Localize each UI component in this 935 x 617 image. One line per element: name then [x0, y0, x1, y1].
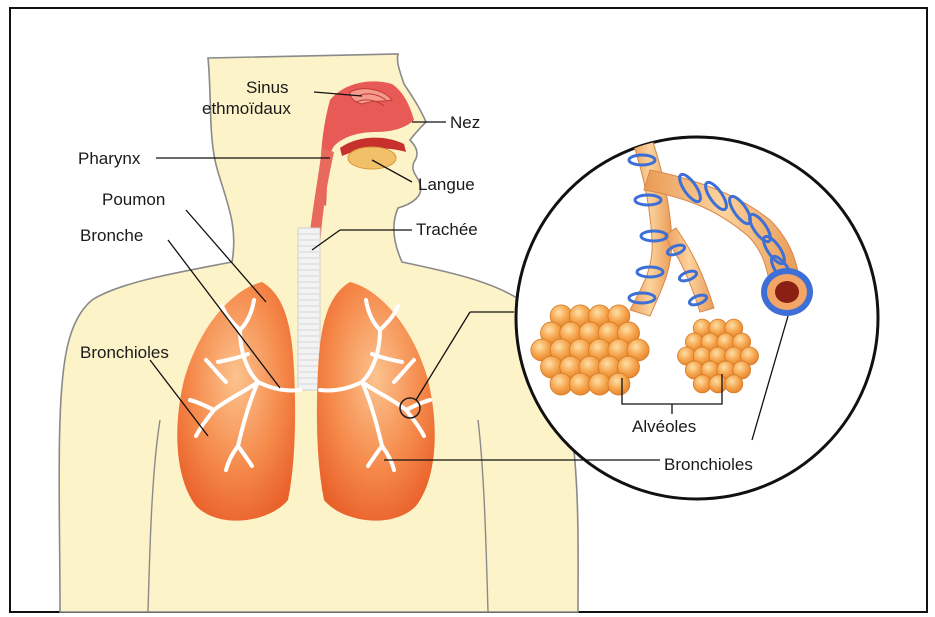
- label-langue: Langue: [418, 175, 475, 194]
- tube-cross-section-lumen: [775, 281, 799, 303]
- alveolus: [550, 373, 572, 395]
- alveolus: [589, 373, 611, 395]
- label-alveoles: Alvéoles: [632, 417, 696, 436]
- label-bronchioles-right: Bronchioles: [664, 455, 753, 474]
- alveolus: [569, 373, 591, 395]
- label-nez: Nez: [450, 113, 480, 132]
- label-sinus-line1: Sinus: [246, 78, 289, 97]
- label-bronche: Bronche: [80, 226, 143, 245]
- alveolus: [693, 375, 711, 393]
- label-pharynx: Pharynx: [78, 149, 141, 168]
- label-poumon: Poumon: [102, 190, 165, 209]
- label-trachee: Trachée: [416, 220, 478, 239]
- zoom-circle: [516, 128, 878, 499]
- alveolus: [725, 375, 743, 393]
- label-bronchioles-left: Bronchioles: [80, 343, 169, 362]
- alveolus: [709, 375, 727, 393]
- tongue-shape: [348, 147, 396, 169]
- alveolus: [608, 373, 630, 395]
- label-sinus-line2: ethmoïdaux: [202, 99, 291, 118]
